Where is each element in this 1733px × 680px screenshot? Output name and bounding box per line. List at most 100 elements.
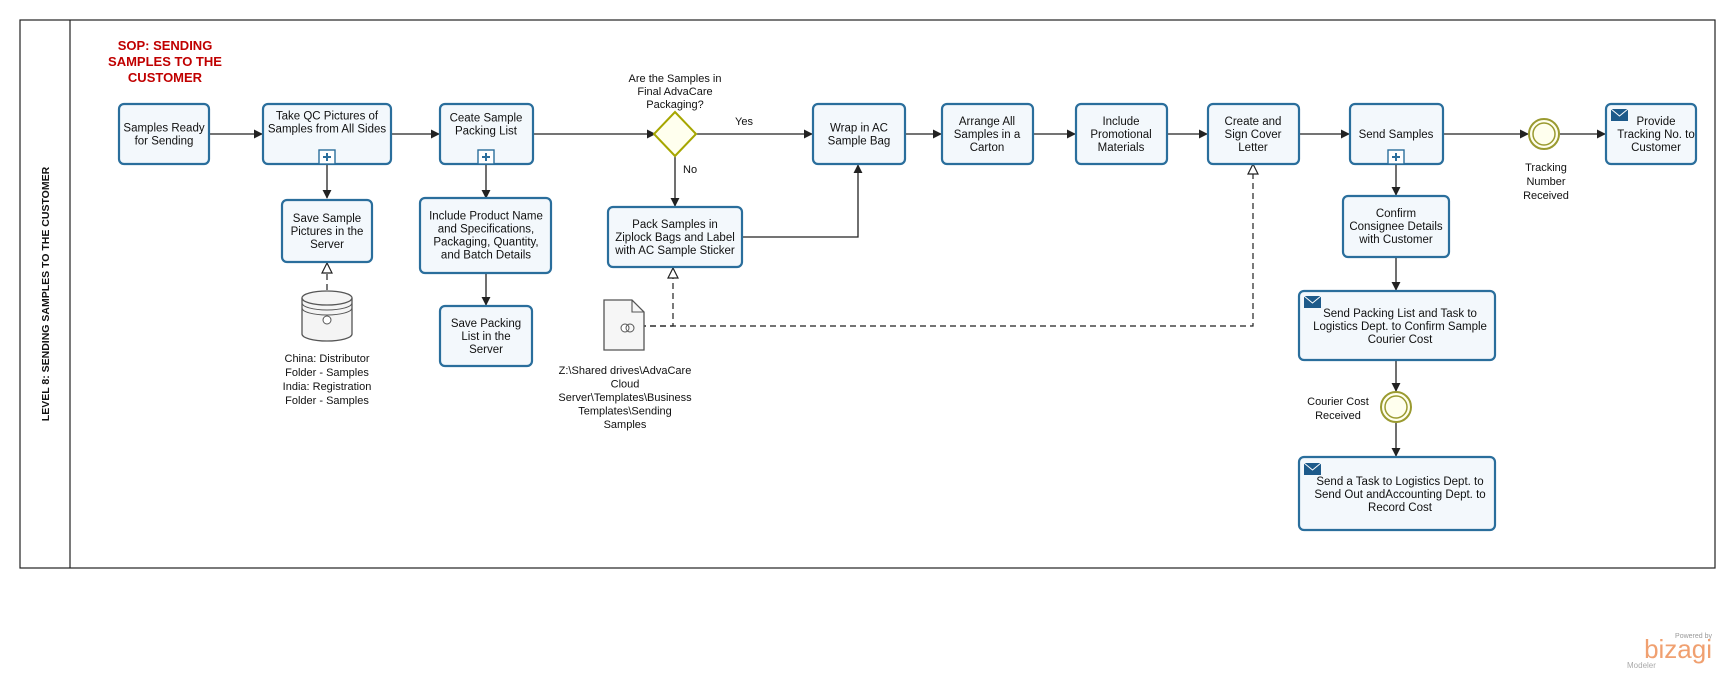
text-line: Samples from All Sides: [268, 124, 386, 136]
text-line: for Sending: [135, 136, 194, 148]
text-line: Arrange All: [959, 116, 1015, 128]
text-line: Take QC Pictures of: [276, 111, 379, 123]
text-line: Pictures in the: [291, 226, 364, 238]
assoc-document-to-letter: [640, 164, 1253, 327]
text-line: Courier Cost: [1368, 334, 1433, 346]
text-line: Ceate Sample: [450, 113, 523, 125]
text-line: Confirm: [1376, 208, 1416, 220]
text-line: Provide: [1637, 116, 1676, 128]
text-line: Number: [1526, 176, 1565, 188]
text-line: List in the: [461, 331, 510, 343]
text-line: Ziplock Bags and Label: [615, 232, 735, 244]
text-line: SOP: SENDING: [118, 38, 213, 53]
gateway-no-label: No: [683, 164, 697, 176]
text-line: Samples: [604, 419, 647, 431]
envelope-icon: [1303, 462, 1322, 475]
datastore-icon: [301, 290, 353, 342]
text-line: Folder - Samples: [285, 395, 369, 407]
text-line: Packaging, Quantity,: [433, 237, 538, 249]
text-line: with AC Sample Sticker: [614, 245, 735, 257]
text-line: Server\Templates\Business: [558, 392, 692, 404]
task-send-samples-label: Send Samples: [1359, 129, 1434, 141]
flow-pack-to-wrap: [742, 164, 863, 238]
text-line: Send Packing List and Task to: [1323, 308, 1477, 320]
text-line: Samples in a: [954, 129, 1021, 141]
text-line: and Specifications,: [438, 224, 535, 236]
text-line: Templates\Sending: [578, 406, 672, 418]
text-line: Logistics Dept. to Confirm Sample: [1313, 321, 1487, 333]
text-line: Promotional: [1090, 129, 1151, 141]
task-send-samples[interactable]: Send Samples: [1348, 102, 1445, 166]
watermark-product: Modeler: [1627, 661, 1656, 670]
text-line: Final AdvaCare: [637, 86, 712, 98]
text-line: Tracking: [1525, 162, 1567, 174]
event-tracking-received[interactable]: [1528, 118, 1560, 150]
text-line: Save Packing: [451, 318, 521, 330]
text-line: Tracking No. to: [1617, 129, 1695, 141]
text-line: Server: [310, 239, 344, 251]
text-line: Received: [1315, 410, 1361, 422]
text-line: Materials: [1098, 142, 1145, 154]
text-line: Include Product Name: [429, 211, 543, 223]
gateway-final-packaging[interactable]: [652, 110, 698, 158]
text-line: Record Cost: [1368, 502, 1433, 514]
gateway-yes-label: Yes: [735, 116, 753, 128]
envelope-icon: [1303, 295, 1322, 308]
associations: [327, 164, 1253, 327]
text-line: Create and: [1225, 116, 1282, 128]
assoc-document-to-pack: [640, 268, 673, 327]
text-line: SAMPLES TO THE: [108, 54, 222, 69]
text-line: Send a Task to Logistics Dept. to: [1316, 476, 1483, 488]
text-line: and Batch Details: [441, 250, 531, 262]
text-line: Server: [469, 344, 503, 356]
text-line: Include: [1102, 116, 1139, 128]
pool-border: [19, 19, 1716, 569]
text-line: Send Out andAccounting Dept. to: [1314, 489, 1485, 501]
text-line: Packing List: [455, 126, 518, 138]
text-line: Received: [1523, 190, 1569, 202]
lane-label: LEVEL 8: SENDING SAMPLES TO THE CUSTOMER: [40, 166, 52, 421]
text-line: Send Samples: [1359, 129, 1434, 141]
text-line: Are the Samples in: [629, 73, 722, 85]
event-courier-cost-received[interactable]: [1380, 391, 1412, 423]
text-line: Carton: [970, 142, 1005, 154]
document-icon: [603, 299, 645, 351]
text-line: Sign Cover: [1225, 129, 1282, 141]
bizagi-logo: Powered by bizagi Modeler: [1627, 633, 1712, 670]
text-line: Folder - Samples: [285, 367, 369, 379]
